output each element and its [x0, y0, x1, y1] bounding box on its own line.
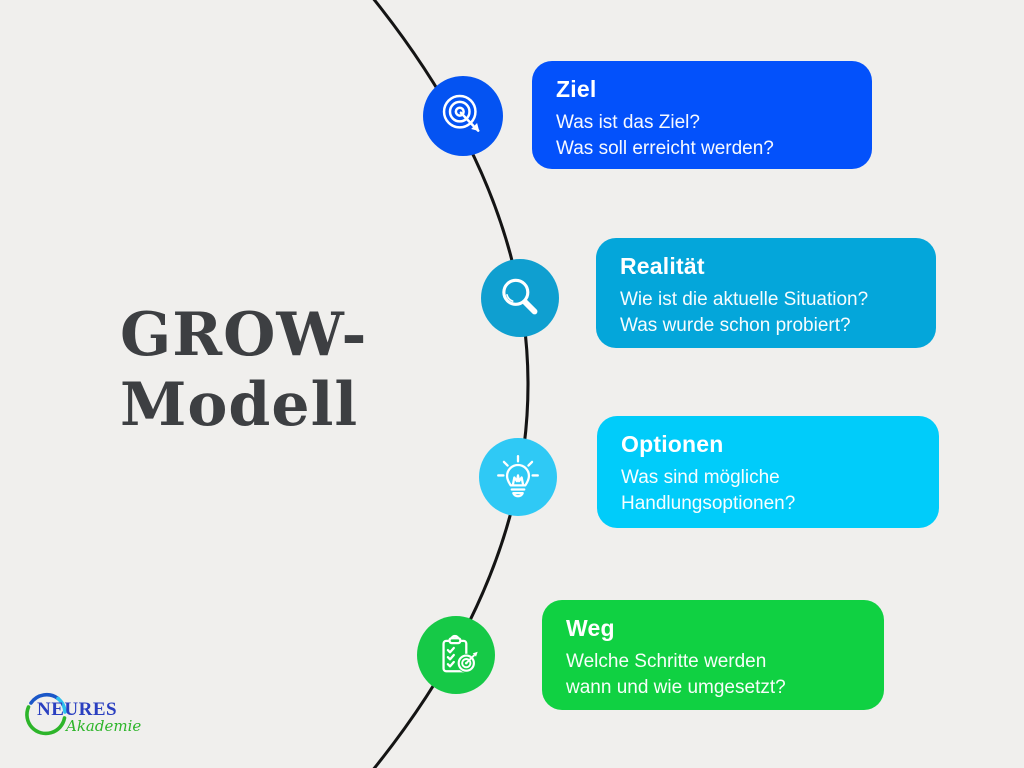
clipboard-target-icon: [430, 629, 482, 681]
page-title-line2: Modell: [120, 370, 359, 440]
reality-card-heading: Realität: [620, 253, 705, 279]
way-card: Weg Welche Schritte werden wann und wie …: [542, 600, 884, 710]
goal-step-node: [423, 76, 503, 156]
page-title: GROW- Modell: [120, 300, 420, 440]
magnifier-icon: [495, 273, 545, 323]
reality-card: Realität Wie ist die aktuelle Situation?…: [596, 238, 936, 348]
options-card: Optionen Was sind mögliche Handlungsopti…: [597, 416, 939, 528]
way-card-heading: Weg: [566, 615, 615, 641]
way-step-node: [417, 616, 495, 694]
options-card-question-2: Handlungsoptionen?: [621, 493, 796, 514]
way-card-question-1: Welche Schritte werden: [566, 651, 767, 672]
logo-subtitle: Akademie: [66, 717, 142, 735]
way-card-question-2: wann und wie umgesetzt?: [566, 677, 786, 698]
goal-card-question-1: Was ist das Ziel?: [556, 112, 700, 133]
goal-card-heading: Ziel: [556, 76, 597, 102]
options-card-question-1: Was sind mögliche: [621, 467, 780, 488]
logo-name: NEURES: [37, 699, 118, 720]
reality-card-question-1: Wie ist die aktuelle Situation?: [620, 289, 869, 310]
reality-step-node: [481, 259, 559, 337]
target-icon: [437, 90, 489, 142]
lightbulb-icon: [493, 452, 543, 502]
options-card-heading: Optionen: [621, 431, 724, 457]
options-step-node: [479, 438, 557, 516]
goal-card: Ziel Was ist das Ziel? Was soll erreicht…: [532, 61, 872, 169]
neures-akademie-logo: NEURES Akademie: [22, 688, 172, 748]
page-title-line1: GROW-: [120, 300, 368, 370]
reality-card-question-2: Was wurde schon probiert?: [620, 315, 851, 336]
logo-swirl-icon: [25, 693, 67, 736]
goal-card-question-2: Was soll erreicht werden?: [556, 138, 774, 159]
